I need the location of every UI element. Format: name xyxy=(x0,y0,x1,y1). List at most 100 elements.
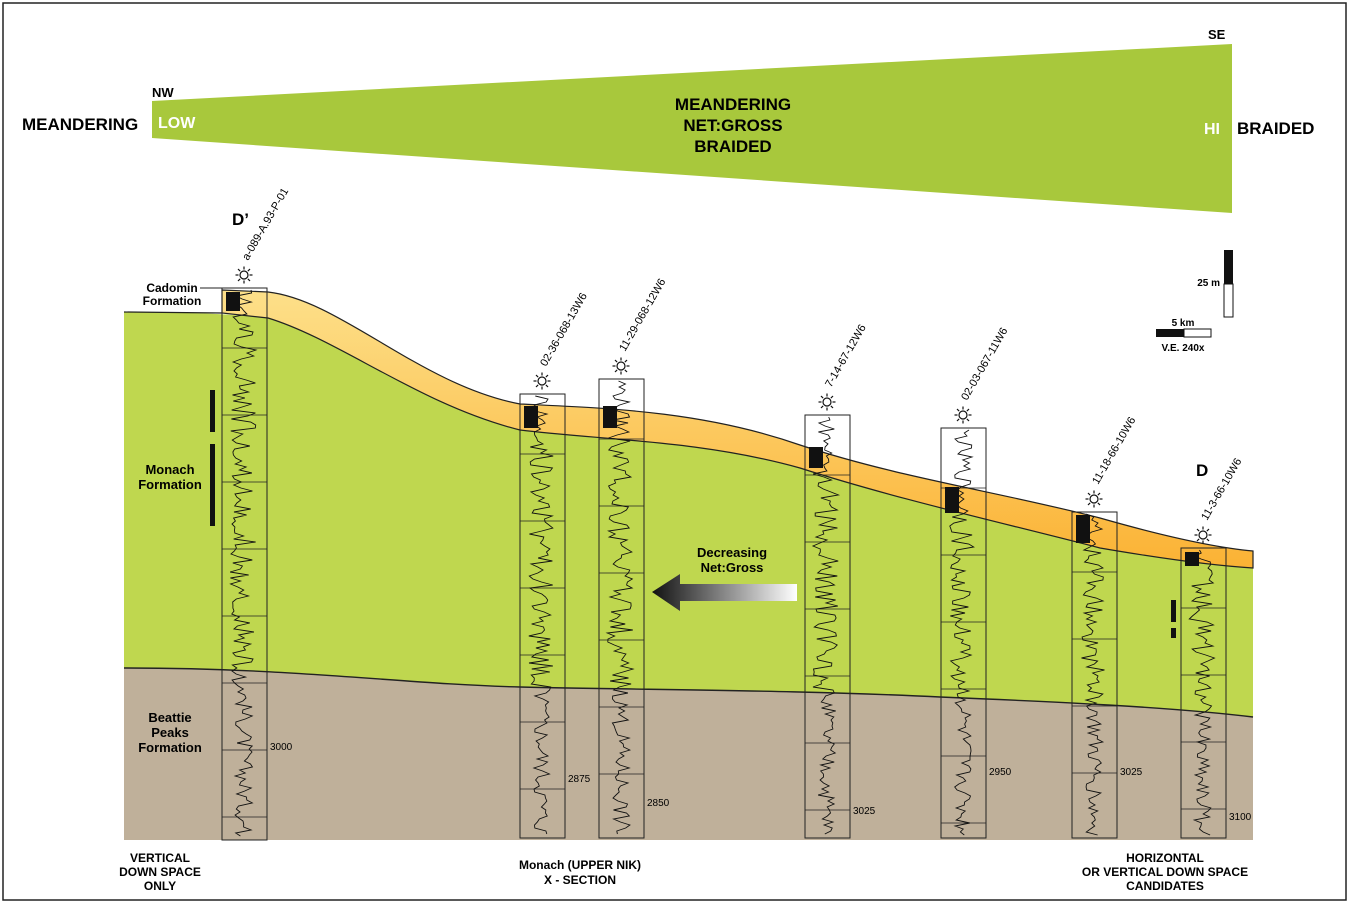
decreasing-net-gross-arrow xyxy=(652,574,797,611)
cadomin-formation xyxy=(221,289,1254,569)
well-log-curve xyxy=(1188,549,1216,836)
arrow-label-2: Net:Gross xyxy=(701,560,764,575)
well-symbol-circle xyxy=(616,361,626,371)
footer-right-2: OR VERTICAL DOWN SPACE xyxy=(1082,865,1248,879)
d-label: D xyxy=(1196,461,1208,480)
footer-left-2: DOWN SPACE xyxy=(119,865,201,879)
monach-label-1: Monach xyxy=(145,462,194,477)
footer-right-3: CANDIDATES xyxy=(1126,879,1204,893)
well-symbol-ray xyxy=(535,374,539,378)
well-log-curve xyxy=(605,380,635,835)
well-log-curve xyxy=(1081,513,1105,836)
footer-right-1: HORIZONTAL xyxy=(1126,851,1204,865)
well-symbol-ray xyxy=(545,384,549,388)
well-log-box xyxy=(221,287,268,841)
net-gross-wedge xyxy=(152,44,1232,213)
se-label: SE xyxy=(1208,27,1226,42)
well-symbol-icon xyxy=(818,393,836,411)
horizontal-scale-black xyxy=(1156,329,1184,337)
well-symbol-ray xyxy=(1087,502,1091,506)
well-sand-fill xyxy=(1185,552,1199,566)
beattie-label-1: Beattie xyxy=(148,710,191,725)
well-symbol-ray xyxy=(237,278,241,282)
wedge-center-line3: BRAIDED xyxy=(694,137,771,156)
well-name-label: 02-36-068-13W6 xyxy=(538,291,590,369)
beattie-peaks-formation xyxy=(124,668,1253,840)
well-symbol-icon xyxy=(235,266,253,284)
well-symbol-circle xyxy=(822,397,832,407)
footer-center-1: Monach (UPPER NIK) xyxy=(519,858,641,872)
well-symbol-ray xyxy=(956,408,960,412)
well-depth-label: 3025 xyxy=(853,806,876,817)
well-depth-label: 2875 xyxy=(568,774,591,785)
well-symbol-circle xyxy=(1198,530,1208,540)
well-symbol-ray xyxy=(1196,538,1200,542)
well-symbol-ray xyxy=(1206,538,1210,542)
well-symbol-ray xyxy=(237,268,241,272)
well-depth-label: 3025 xyxy=(1120,767,1143,778)
well-log-box xyxy=(1071,511,1118,839)
well-log-box xyxy=(804,414,851,839)
well-name-label: 02-03-067-11W6 xyxy=(959,326,1010,403)
well-symbol-ray xyxy=(1097,502,1101,506)
interval-bar-3 xyxy=(1171,600,1176,622)
well-name-label: 11-29-068-12W6 xyxy=(617,277,668,354)
meandering-label: MEANDERING xyxy=(22,115,138,134)
d-prime-label: D’ xyxy=(232,210,249,229)
well-symbol-ray xyxy=(535,384,539,388)
well-symbol-ray xyxy=(820,395,824,399)
well-symbol-ray xyxy=(966,418,970,422)
cadomin-label-1: Cadomin xyxy=(146,281,197,295)
well-symbol-ray xyxy=(1097,492,1101,496)
well-symbol-circle xyxy=(958,410,968,420)
well-sand-fill xyxy=(226,292,240,311)
well-sand-fill xyxy=(524,406,538,428)
well-symbol-ray xyxy=(614,369,618,373)
well-depth-label: 2950 xyxy=(989,767,1012,778)
interval-bar-2 xyxy=(210,444,215,526)
well-symbol-ray xyxy=(545,374,549,378)
well-symbol-icon xyxy=(1194,526,1212,544)
interval-bar-1 xyxy=(210,390,215,432)
well-depth-label: 2850 xyxy=(647,798,670,809)
well-symbol-circle xyxy=(239,270,249,280)
monach-top-line xyxy=(123,311,223,314)
nw-label: NW xyxy=(152,85,174,100)
well-log-box xyxy=(1180,547,1227,839)
footer-left-3: ONLY xyxy=(144,879,176,893)
well-sand-fill xyxy=(603,406,617,428)
well-depth-label: 3000 xyxy=(270,742,293,753)
well-log-curve xyxy=(811,416,841,835)
well-log-box xyxy=(940,427,987,839)
well-symbol-ray xyxy=(247,278,251,282)
well-symbol-ray xyxy=(614,359,618,363)
horizontal-scale-white xyxy=(1183,328,1212,338)
vertical-scale-label: 25 m xyxy=(1197,278,1220,289)
well-symbol-ray xyxy=(247,268,251,272)
well-symbol-circle xyxy=(537,376,547,386)
monach-formation xyxy=(124,312,1253,717)
well-symbol-icon xyxy=(954,406,972,424)
well-name-label: 11-18-66-10W6 xyxy=(1090,415,1138,486)
well-log-box xyxy=(519,393,566,839)
hi-label: HI xyxy=(1204,121,1220,138)
well-symbol-ray xyxy=(830,405,834,409)
well-symbol-ray xyxy=(820,405,824,409)
beattie-top-line xyxy=(123,667,1254,718)
well-depth-label: 3100 xyxy=(1229,812,1252,823)
braided-label: BRAIDED xyxy=(1237,119,1314,138)
footer-center-2: X - SECTION xyxy=(544,873,616,887)
well-symbol-ray xyxy=(956,418,960,422)
wedge-center-line1: MEANDERING xyxy=(675,95,791,114)
low-label: LOW xyxy=(158,115,196,132)
beattie-label-3: Formation xyxy=(138,740,202,755)
interval-bar-4 xyxy=(1171,628,1176,638)
well-symbol-ray xyxy=(624,369,628,373)
well-sand-fill xyxy=(809,447,823,468)
well-symbol-icon xyxy=(533,372,551,390)
well-symbol-ray xyxy=(966,408,970,412)
well-log-curve xyxy=(949,429,975,836)
beattie-label-2: Peaks xyxy=(151,725,189,740)
